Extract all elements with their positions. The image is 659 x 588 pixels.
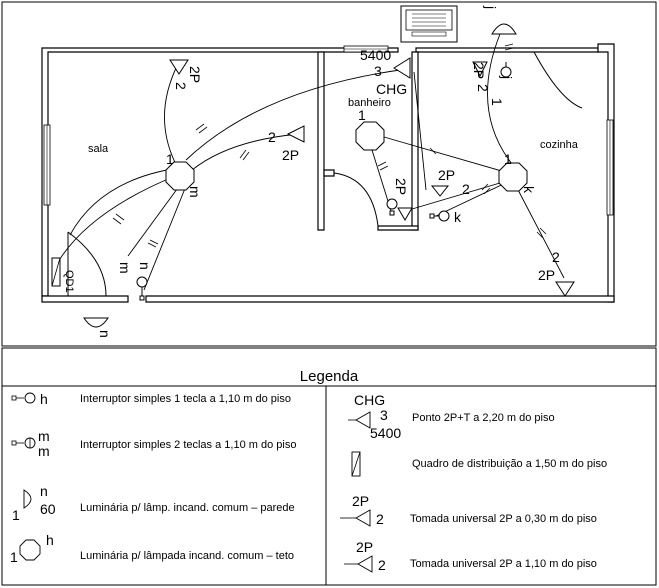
outlet-banheiro-circuit: 2 [462,181,470,197]
legend-symbol-qd [351,451,361,477]
legend-sym-n: n [40,483,48,499]
legend-symbol-wall-luminaire [23,489,32,509]
legend-sym-1a: 1 [12,507,20,523]
outlet-sala-circuit: 2 [268,129,276,145]
legend-sym-m-bottom: m [38,443,50,459]
legend-sym-60: 60 [40,501,56,517]
legend-sym-2-a: 2 [376,511,384,527]
legend-text-chg: Ponto 2P+T a 2,20 m do piso [412,412,555,424]
qd-label: QD1 [63,270,75,293]
lamp-cozinha [498,162,528,192]
legend-text-qd: Quadro de distribuição a 1,50 m do piso [412,458,607,470]
luminaire-j-label: j [483,5,499,9]
legend-title: Legenda [300,368,359,385]
lamp-banheiro-circuit: 1 [358,107,366,123]
outlet-banheiro-2p-b: 2P [438,167,455,183]
plan-frame [1,1,657,347]
legend-symbol-switch-2 [11,437,36,449]
legend-sym-h: h [40,391,48,407]
outlet-top-2p: 2P [471,62,487,79]
lamp-banheiro [355,121,385,151]
legend-sym-h2: h [46,532,54,548]
legend-sym-chg: CHG [354,392,385,408]
switch-symbols [136,62,512,301]
legend-sym-1b: 1 [10,549,18,565]
cable-marks [112,43,547,248]
legend-symbol-switch-1 [11,392,36,404]
legend-text-switch-2: Interruptor simples 2 teclas a 1,10 m do… [80,439,296,451]
outlet-cozinha-2p: 2P [538,267,555,283]
chg-label: CHG [376,81,407,97]
outlet-tl-circuit: 2 [173,82,189,90]
legend-sym-2-b: 2 [378,557,386,573]
lamp-sala-switch: m [187,186,203,198]
lamp-cozinha-switch: k [521,186,537,194]
outlet-symbols [169,57,575,297]
wall-luminaires [83,23,517,328]
legend-text-ceiling-luminaire: Luminária p/ lâmpada incand. comum – tet… [80,550,294,562]
legend-sym-3: 3 [380,407,388,423]
luminaire-n-label: n [97,330,113,338]
switch-k-label: k [454,209,462,225]
legend-text-wall-luminaire: Luminária p/ lâmp. incand. comum – pared… [80,502,295,514]
legend-symbol-ceiling-luminaire [19,539,41,561]
legend-sym-2p-b: 2P [356,539,373,555]
lamp-sala [165,161,195,191]
room-label-cozinha: cozinha [540,139,579,151]
outlet-top-circuit: 2 [475,84,491,92]
outlet-sala-2p: 2P [282,147,299,163]
outlet-tl-2p: 2P [187,66,203,83]
switch-sala-n: n [137,262,153,270]
room-label-banheiro: banheiro [348,97,391,109]
lamp-cozinha-circuit: 1 [504,151,512,167]
outlet-banheiro-2p: 2P [393,178,409,195]
legend-sym-m-top: m [38,428,50,444]
walls [41,43,615,303]
legend-symbol-chg [348,411,371,429]
outlet-cozinha-circuit: 2 [552,249,560,265]
lamp-sala-circuit: 1 [166,151,174,167]
legend-text-outlet-high: Tomada universal 2P a 1,10 m do piso [410,558,597,570]
switch-j-label: j [499,75,515,79]
switch-sala-m: m [117,262,133,274]
legend-frame [1,347,657,586]
wiring [57,33,565,291]
switch-j-circuit: 1 [489,98,505,106]
legend-sym-2p-a: 2P [352,493,369,509]
legend-text-outlet-low: Tomada universal 2P a 0,30 m do piso [410,513,597,525]
legend-sym-5400: 5400 [370,425,401,441]
distribution-board [51,257,61,287]
chg-circuit-label: 3 [374,63,382,79]
stove [400,5,458,43]
chg-power-label: 5400 [360,47,391,63]
legend-symbol-outlet-low [340,509,371,527]
room-label-sala: sala [88,143,109,155]
legend-symbol-outlet-high [344,555,373,573]
legend-text-switch-1: Interruptor simples 1 tecla a 1,10 m do … [80,393,291,405]
